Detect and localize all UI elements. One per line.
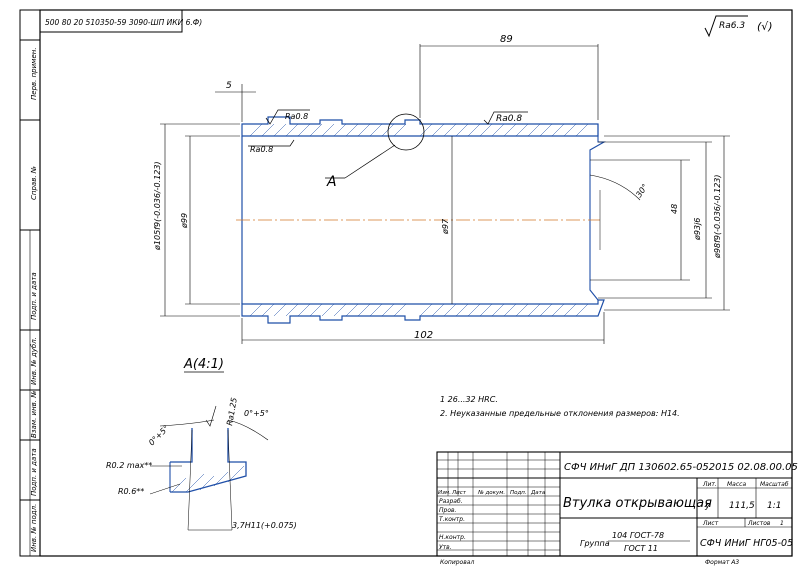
detail-width: 3,7H11(+0.075): [232, 521, 297, 530]
ra-top-left: Ra0.8: [285, 112, 308, 121]
dim-angle: 30°: [634, 182, 650, 199]
side-label: Справ. №: [30, 166, 38, 200]
material-line2: ГОСТ 11: [624, 544, 658, 553]
part-name: Втулка открывающая: [563, 496, 712, 511]
detail-view: А(4:1) 0°+5° 0°+5° Ra1.25 R0.2 max** R0.…: [106, 357, 297, 531]
sheet-label: Лист: [702, 520, 719, 527]
tb-row-0: Изм.: [438, 490, 451, 496]
detail-angle-right: 0°+5°: [244, 409, 269, 418]
sheets-label: Листов: [747, 520, 771, 527]
dia-mid: ø97: [441, 218, 450, 235]
mass-label: Масса: [727, 481, 746, 488]
tb-role-2: Т.контр.: [439, 516, 465, 523]
note-2: 2. Неуказанные предельные отклонения раз…: [440, 409, 680, 418]
mass-value: 111,5: [729, 501, 755, 511]
top-stamp: [39, 9, 183, 33]
tb-row-2: № докум.: [477, 490, 505, 496]
ra-top-right: Ra0.8: [496, 114, 522, 124]
dia-left-inner: ø99: [180, 213, 189, 229]
detail-r02: R0.2 max**: [106, 461, 152, 470]
main-view: A 89 5 Ra0.8 Ra0.8 Ra0.8 ø105f9(-0.036/-…: [153, 34, 730, 344]
general-roughness-value: Ra6.3: [719, 21, 745, 31]
material-prefix: Группа: [580, 539, 610, 548]
side-label: Перв. примен.: [30, 47, 38, 100]
format-label: Формат А3: [705, 559, 739, 566]
scale-value: 1:1: [767, 501, 781, 511]
tb-role-5: Утв.: [439, 544, 452, 551]
dia-left-outer: ø105f9(-0.036/-0.123): [153, 161, 162, 251]
side-label: Взам. инв. №: [30, 390, 38, 438]
dim-89: 89: [500, 34, 513, 45]
top-stamp-text: 500 80 20 510350-59 3090-ШП ИКИ 6.Ф): [45, 18, 202, 27]
dia-right2: ø98f9(-0.036/-0.123): [713, 175, 722, 260]
detail-title: А(4:1): [183, 357, 224, 372]
detail-angle-left: 0°+5°: [147, 423, 171, 447]
doc-code: СФЧ ИНиГ ДП 130602.65-052015 02.08.00.05: [564, 462, 798, 473]
side-label: Подп. и дата: [30, 448, 38, 496]
dim-5: 5: [226, 81, 232, 91]
ra-inner-left: Ra0.8: [250, 145, 273, 154]
detail-r06: R0.6**: [118, 487, 144, 496]
lit-value: у: [704, 501, 711, 511]
dim-102: 102: [414, 330, 433, 341]
side-label: Подп. и дата: [30, 272, 38, 320]
tb-row-4: Дата: [530, 490, 546, 496]
note-1: 1 26...32 HRC.: [440, 395, 498, 404]
tb-role-1: Пров.: [439, 507, 457, 514]
side-labels: Перв. примен. Справ. № Подп. и дата Инв.…: [30, 47, 38, 552]
title-block: Изм. Лист № докум. Подп. Дата Разраб. Пр…: [436, 451, 798, 557]
detail-profile: [170, 428, 247, 493]
org: СФЧ ИНиГ НГ05-05: [700, 538, 793, 549]
lower-wall: [241, 299, 605, 324]
lit-label: Лит.: [702, 481, 717, 488]
side-label: Инв. № дубл.: [30, 337, 38, 385]
detail-callout: A: [326, 174, 337, 190]
detail-ra: Ra1.25: [225, 397, 239, 426]
general-roughness: Ra6.3 (√): [704, 15, 773, 38]
tb-role-4: Н.контр.: [439, 534, 466, 541]
side-label: Инв. № подл.: [30, 504, 38, 552]
tb-role-0: Разраб.: [439, 498, 463, 505]
copied-label: Копировал: [440, 559, 474, 566]
dim-48: 48: [670, 204, 679, 214]
tb-row-3: Подп.: [510, 490, 527, 496]
dia-right1: ø93j6: [693, 218, 702, 241]
material-line1: 104 ГОСТ-78: [612, 531, 664, 540]
tb-row-1: Лист: [451, 490, 467, 496]
general-roughness-suffix: (√): [757, 20, 773, 33]
sheets-value: 1: [780, 520, 784, 527]
detail-circle: [387, 113, 425, 151]
sheet-frame: [39, 9, 793, 557]
scale-label: Масштаб: [760, 481, 789, 488]
